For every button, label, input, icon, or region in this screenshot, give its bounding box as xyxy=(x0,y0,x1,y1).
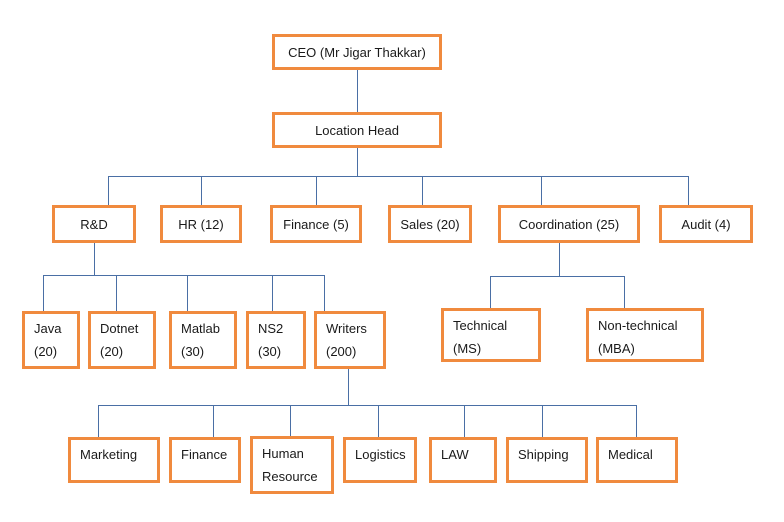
node-non-technical: Non-technical (MBA) xyxy=(586,308,704,362)
node-coordination: Coordination (25) xyxy=(498,205,640,243)
node-ceo: CEO (Mr Jigar Thakkar) xyxy=(272,34,442,70)
node-writers-count: (200) xyxy=(326,344,357,359)
node-technical-degree: (MS) xyxy=(453,341,482,356)
node-location-head-label: Location Head xyxy=(315,122,399,138)
node-human-resource: Human Resource xyxy=(250,436,334,494)
node-finance-writers: Finance xyxy=(169,437,241,483)
node-marketing: Marketing xyxy=(68,437,160,483)
node-technical: Technical (MS) xyxy=(441,308,541,362)
node-matlab-label: Matlab xyxy=(181,321,221,336)
node-law-label: LAW xyxy=(441,447,469,462)
node-hr-label: HR (12) xyxy=(178,216,224,232)
node-java-count: (20) xyxy=(34,344,58,359)
node-human-resource-line2: Resource xyxy=(262,469,318,484)
node-technical-label: Technical xyxy=(453,318,508,333)
node-shipping: Shipping xyxy=(506,437,588,483)
node-sales-label: Sales (20) xyxy=(400,216,460,232)
node-logistics-label: Logistics xyxy=(355,447,406,462)
node-marketing-label: Marketing xyxy=(80,447,138,462)
node-location-head: Location Head xyxy=(272,112,442,148)
node-dotnet-label: Dotnet xyxy=(100,321,139,336)
node-medical: Medical xyxy=(596,437,678,483)
node-rnd-label: R&D xyxy=(80,216,108,232)
node-audit-label: Audit (4) xyxy=(681,216,731,232)
node-ns2-label: NS2 xyxy=(258,321,284,336)
node-java: Java (20) xyxy=(22,311,80,369)
node-dotnet-count: (20) xyxy=(100,344,124,359)
node-medical-label: Medical xyxy=(608,447,653,462)
node-finance-writers-label: Finance xyxy=(181,447,228,462)
node-writers: Writers (200) xyxy=(314,311,386,369)
node-non-technical-label: Non-technical xyxy=(598,318,678,333)
node-dotnet: Dotnet (20) xyxy=(88,311,156,369)
node-human-resource-line1: Human xyxy=(262,446,304,461)
node-hr: HR (12) xyxy=(160,205,242,243)
node-matlab-count: (30) xyxy=(181,344,205,359)
node-writers-label: Writers xyxy=(326,321,367,336)
node-ceo-label: CEO (Mr Jigar Thakkar) xyxy=(288,44,426,60)
node-shipping-label: Shipping xyxy=(518,447,569,462)
node-coordination-label: Coordination (25) xyxy=(518,216,620,232)
node-logistics: Logistics xyxy=(343,437,417,483)
node-java-label: Java xyxy=(34,321,62,336)
node-sales: Sales (20) xyxy=(388,205,472,243)
node-law: LAW xyxy=(429,437,497,483)
node-matlab: Matlab (30) xyxy=(169,311,237,369)
node-finance-dept: Finance (5) xyxy=(270,205,362,243)
node-ns2-count: (30) xyxy=(258,344,282,359)
node-audit: Audit (4) xyxy=(659,205,753,243)
node-ns2: NS2 (30) xyxy=(246,311,306,369)
node-non-technical-degree: (MBA) xyxy=(598,341,635,356)
node-finance-dept-label: Finance (5) xyxy=(283,216,349,232)
node-rnd: R&D xyxy=(52,205,136,243)
